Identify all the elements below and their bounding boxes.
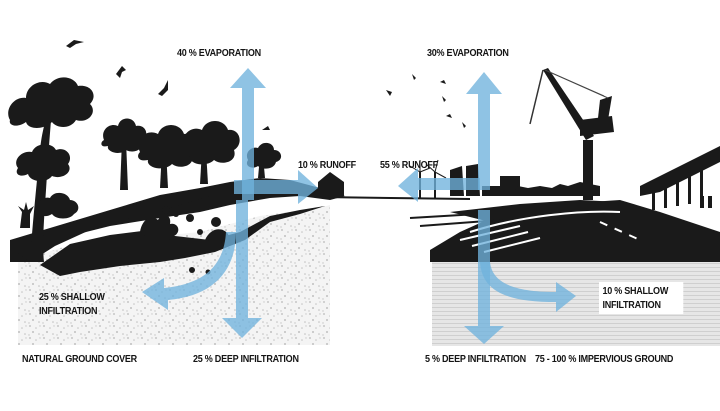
urban-shallow-infiltration-line1: 10 % SHALLOW [602, 285, 669, 297]
bird-icon [462, 122, 466, 128]
natural-shallow-infiltration-line1: 25 % SHALLOW [39, 291, 105, 303]
urban-runoff-label: 55 % RUNOFF [380, 159, 438, 171]
urban-deep-infiltration-label: 5 % DEEP INFILTRATION [425, 353, 526, 365]
urban-evaporation-label: 30% EVAPORATION [427, 47, 509, 59]
natural-landscape-silhouette [8, 77, 345, 276]
bird-icon [116, 66, 126, 78]
natural-deep-infiltration-label: 25 % DEEP INFILTRATION [193, 353, 299, 365]
crane-icon [529, 68, 614, 200]
flow-arrows-natural [142, 68, 318, 338]
runoff-arrow-natural [234, 170, 318, 204]
bird-icon [262, 126, 270, 130]
birds-left [66, 40, 270, 130]
bird-icon [442, 96, 446, 102]
runoff-arrow-urban [398, 168, 480, 202]
natural-runoff-label: 10 % RUNOFF [298, 159, 356, 171]
bird-icon [446, 114, 452, 118]
shallow-infiltration-arrow-natural [142, 232, 236, 310]
natural-ground-soil [18, 205, 330, 345]
evaporation-arrow-natural [230, 68, 266, 200]
bird-icon [158, 80, 168, 96]
bird-icon [412, 74, 416, 80]
natural-shallow-infiltration-line2: INFILTRATION [39, 305, 98, 317]
tree-icon [8, 77, 94, 128]
bird-icon [66, 40, 84, 48]
highway-icon [640, 146, 720, 210]
deep-infiltration-arrow-natural [222, 200, 262, 338]
birds-right [386, 74, 466, 128]
shallow-infiltration-arrow-urban [480, 262, 576, 312]
natural-shallow-infiltration-label: 25 % SHALLOW INFILTRATION [39, 290, 105, 318]
natural-evaporation-label: 40 % EVAPORATION [177, 47, 261, 59]
urban-shallow-infiltration-line2: INFILTRATION [602, 299, 661, 311]
urban-shallow-infiltration-label: 10 % SHALLOW INFILTRATION [599, 282, 684, 314]
bird-icon [386, 90, 392, 96]
flow-arrows-urban [398, 72, 576, 344]
tree-icon [181, 121, 240, 165]
tree-icon [138, 125, 198, 169]
bird-icon [440, 80, 446, 84]
impervious-ground-label: 75 - 100 % IMPERVIOUS GROUND [535, 353, 674, 365]
building-icon [318, 172, 344, 196]
evaporation-arrow-urban [466, 72, 502, 190]
natural-ground-cover-label: NATURAL GROUND COVER [22, 353, 137, 365]
tree-icon [101, 118, 147, 153]
